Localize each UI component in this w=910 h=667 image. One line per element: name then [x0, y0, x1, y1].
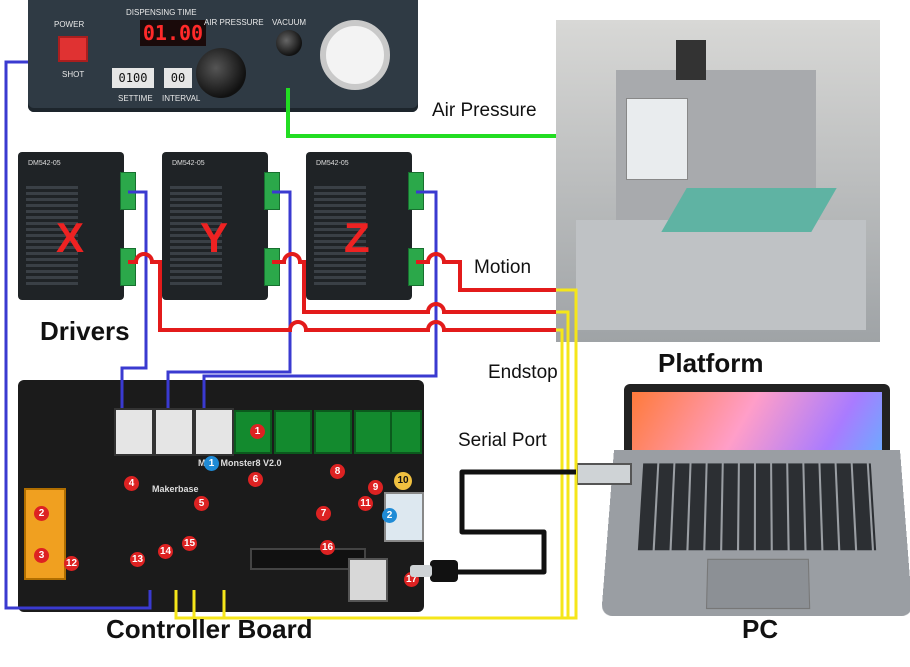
laptop-display — [632, 392, 882, 450]
stepper-driver-module — [390, 410, 422, 454]
driver-socket-y — [154, 408, 194, 456]
marker-badge: 12 — [64, 556, 79, 571]
air-pressure-panel-label: AIR PRESSURE — [204, 18, 264, 27]
marker-badge: 3 — [34, 548, 49, 563]
signal-wire-y — [166, 190, 292, 408]
marker-badge: 13 — [130, 552, 145, 567]
vacuum-label: VACUUM — [272, 18, 307, 27]
air-pressure-label: Air Pressure — [432, 100, 537, 121]
power-label: POWER — [54, 20, 85, 29]
board-name: MKS Monster8 V2.0 — [198, 458, 282, 468]
endstop-wire — [174, 288, 578, 620]
motion-label: Motion — [474, 257, 532, 278]
shot-label: SHOT — [62, 70, 85, 79]
driver-y: DM542-05 Y — [162, 152, 280, 300]
marker-badge: 14 — [158, 544, 173, 559]
platform-label: Platform — [658, 348, 764, 378]
marker-badge: 1 — [250, 424, 265, 439]
motion-wire-x — [128, 252, 556, 332]
power-terminal — [408, 248, 424, 286]
machine-base — [576, 220, 866, 330]
syringe-holder-icon — [626, 98, 688, 180]
interval-label: INTERVAL — [162, 94, 201, 103]
board-brand: Makerbase — [152, 484, 199, 494]
serial-cable — [458, 469, 576, 575]
marker-badge: 9 — [368, 480, 383, 495]
driver-x: DM542-05 X — [18, 152, 136, 300]
endstop-label: Endstop — [488, 362, 558, 383]
driver-model: DM542-05 — [172, 160, 205, 167]
driver-socket-z — [194, 408, 234, 456]
marker-badge: 4 — [124, 476, 139, 491]
marker-badge: 5 — [194, 496, 209, 511]
stepper-driver-module — [314, 410, 352, 454]
marker-badge: 2 — [382, 508, 397, 523]
power-terminal-block — [24, 488, 66, 580]
usb-c-connector-icon — [430, 560, 458, 582]
marker-badge: 7 — [316, 506, 331, 521]
settime-label: SETTIME — [118, 94, 153, 103]
drivers-label: Drivers — [40, 316, 130, 346]
stepper-driver-module — [274, 410, 312, 454]
signal-wire-x — [120, 190, 148, 408]
pc-label: PC — [742, 614, 779, 644]
axis-label: Z — [344, 214, 370, 261]
glue-dispenser: POWER SHOT DISPENSING TIME 01.00 0100 00… — [28, 0, 418, 112]
axis-label: X — [56, 214, 85, 261]
driver-z: DM542-05 Z — [306, 152, 424, 300]
driver-model: DM542-05 — [28, 160, 61, 167]
driver-model: DM542-05 — [316, 160, 349, 167]
pressure-gauge-icon — [320, 20, 390, 90]
settime-dial: 0100 — [112, 68, 154, 88]
vacuum-knob-icon — [276, 30, 302, 56]
marker-badge: 15 — [182, 536, 197, 551]
marker-badge: 10 — [394, 472, 412, 490]
usb-c-tip-icon — [410, 565, 432, 577]
marker-badge: 6 — [248, 472, 263, 487]
marker-badge: 2 — [34, 506, 49, 521]
ethernet-port-icon — [348, 558, 388, 602]
power-terminal — [264, 248, 280, 286]
marker-badge: 8 — [330, 464, 345, 479]
driver-socket-x — [114, 408, 154, 456]
marker-badge: 1 — [204, 456, 219, 471]
platform-machine — [556, 20, 880, 342]
controller-board-label: Controller Board — [106, 614, 313, 644]
marker-badge: 16 — [320, 540, 335, 555]
interval-dial: 00 — [164, 68, 192, 88]
serial-port-label: Serial Port — [458, 430, 547, 451]
pc-laptop — [601, 384, 910, 616]
time-display: 01.00 — [140, 20, 206, 46]
axis-label: Y — [200, 214, 229, 261]
marker-badge: 11 — [358, 496, 373, 511]
signal-wire-z — [202, 190, 438, 408]
power-button — [58, 36, 88, 62]
endstop-wire — [556, 328, 564, 618]
dispensing-time-label: DISPENSING TIME — [126, 8, 197, 17]
motion-wire-z — [416, 252, 556, 292]
pressure-knob-icon — [196, 48, 246, 98]
air-pressure-wire — [286, 88, 556, 138]
power-wire — [4, 60, 152, 610]
controller-board: Makerbase MKS Monster8 V2.0 1 2 3 4 5 6 … — [18, 380, 424, 612]
endstop-wire — [556, 310, 570, 618]
power-terminal — [120, 248, 136, 286]
stepper-motor-icon — [676, 40, 706, 80]
motion-wire-y — [272, 252, 556, 314]
